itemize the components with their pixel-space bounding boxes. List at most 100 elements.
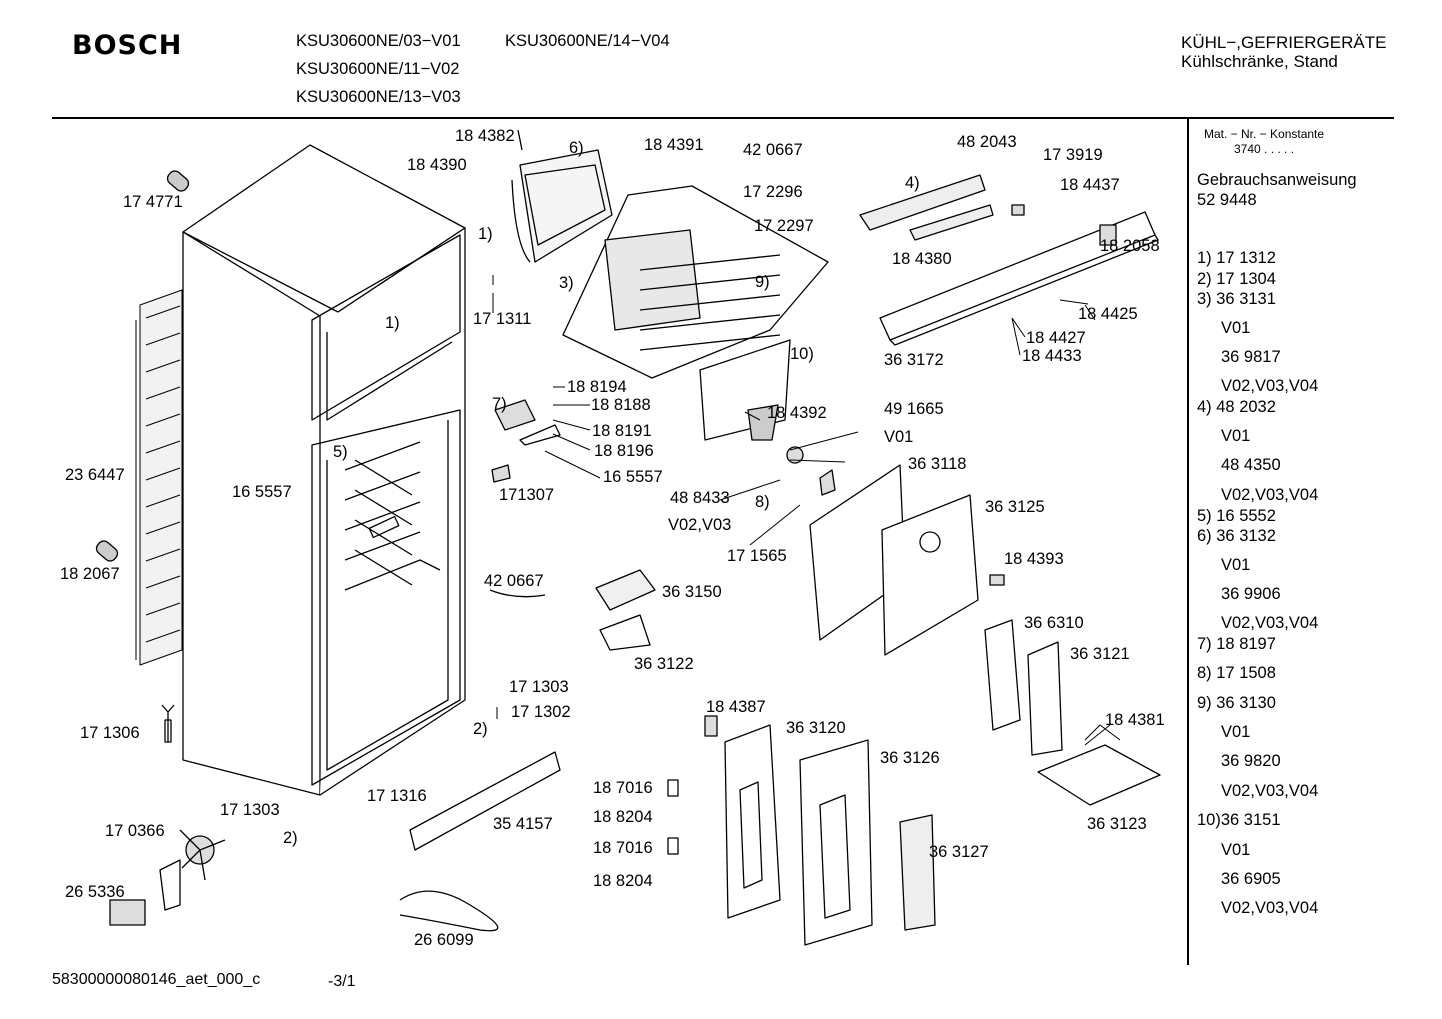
part-label: 17 1311 bbox=[473, 310, 532, 328]
part-label: 171307 bbox=[499, 486, 555, 504]
part-label: 18 8188 bbox=[591, 396, 651, 414]
rear-panels bbox=[786, 446, 1005, 656]
sidebar-part-item: V01 bbox=[1221, 556, 1251, 574]
part-label: 2) bbox=[473, 720, 488, 738]
part-label: 36 3127 bbox=[929, 843, 989, 861]
part-label: 9) bbox=[755, 273, 770, 291]
part-label: 17 1565 bbox=[727, 547, 787, 565]
part-label: 18 8194 bbox=[567, 378, 627, 396]
sidebar-part-item: V01 bbox=[1221, 427, 1251, 445]
model-number: KSU30600NE/11−V02 bbox=[296, 60, 460, 78]
part-label: 16 5557 bbox=[232, 483, 292, 501]
part-label: 36 3126 bbox=[880, 749, 940, 767]
part-label: 16 5557 bbox=[603, 468, 663, 486]
part-label: 36 3120 bbox=[786, 719, 846, 737]
part-label: 36 3118 bbox=[908, 455, 967, 473]
part-label: 36 3150 bbox=[662, 583, 722, 601]
category-subtitle: Kühlschränke, Stand bbox=[1181, 52, 1338, 71]
category-title: KÜHL−,GEFRIERGERÄTE bbox=[1181, 33, 1387, 52]
sidebar-part-item: 1) 17 1312 bbox=[1197, 249, 1276, 267]
sidebar-part-item: V02,V03,V04 bbox=[1221, 486, 1319, 504]
sidebar-part-item: V01 bbox=[1221, 723, 1251, 741]
page-number: -3/1 bbox=[328, 973, 356, 990]
sidebar-part-item: V02,V03,V04 bbox=[1221, 614, 1319, 632]
part-label: 17 1302 bbox=[511, 703, 571, 721]
part-label: 18 8204 bbox=[593, 872, 653, 890]
part-label: 18 4425 bbox=[1078, 305, 1138, 323]
sidebar-part-item: V02,V03,V04 bbox=[1221, 899, 1319, 917]
part-label: 18 4437 bbox=[1060, 176, 1120, 194]
mat-label: Mat. − Nr. − Konstante bbox=[1204, 127, 1325, 141]
part-label: 17 0366 bbox=[105, 822, 165, 840]
shelves-trays bbox=[409, 399, 1161, 946]
part-label: 49 1665 bbox=[884, 400, 944, 418]
part-label: 8) bbox=[755, 493, 770, 511]
evaporator-area bbox=[511, 129, 829, 441]
sidebar-part-item: 2) 17 1304 bbox=[1197, 270, 1276, 288]
sidebar-part-item: V02,V03,V04 bbox=[1221, 377, 1319, 395]
manual-label: Gebrauchsanweisung bbox=[1197, 171, 1357, 189]
part-label: 18 4390 bbox=[407, 156, 467, 174]
part-label: 35 4157 bbox=[493, 815, 553, 833]
sidebar-part-item: V01 bbox=[1221, 319, 1251, 337]
model-number: KSU30600NE/03−V01 bbox=[296, 32, 461, 50]
sidebar-part-item: 4) 48 2032 bbox=[1197, 398, 1276, 416]
part-label: V01 bbox=[884, 428, 914, 446]
part-label: 2) bbox=[283, 829, 298, 847]
sidebar-part-item: 36 9820 bbox=[1221, 752, 1281, 770]
part-label: 48 2043 bbox=[957, 133, 1017, 151]
part-label: 17 1316 bbox=[367, 787, 427, 805]
sidebar-divider bbox=[1187, 117, 1189, 965]
part-label: 18 4380 bbox=[892, 250, 952, 268]
sidebar-part-item: 6) 36 3132 bbox=[1197, 527, 1276, 545]
part-label: 18 4391 bbox=[644, 136, 704, 154]
sidebar-part-item: 48 4350 bbox=[1221, 456, 1281, 474]
part-label: 42 0667 bbox=[743, 141, 803, 159]
part-label: V02,V03 bbox=[668, 516, 732, 534]
sidebar-part-item: 36 6905 bbox=[1221, 870, 1281, 888]
part-label: 4) bbox=[905, 174, 920, 192]
part-label: 3) bbox=[559, 274, 574, 292]
part-label: 17 3919 bbox=[1043, 146, 1103, 164]
sidebar-part-item: V01 bbox=[1221, 841, 1251, 859]
part-label: 17 1303 bbox=[509, 678, 569, 696]
part-label: 42 0667 bbox=[484, 572, 544, 590]
part-label: 36 3121 bbox=[1070, 645, 1130, 663]
sidebar-part-item: 10)36 3151 bbox=[1197, 811, 1281, 829]
sidebar-part-item: 5) 16 5552 bbox=[1197, 507, 1276, 525]
part-label: 36 3172 bbox=[884, 351, 944, 369]
part-label: 18 2067 bbox=[60, 565, 120, 583]
part-label: 18 4382 bbox=[455, 127, 515, 145]
part-label: 18 8196 bbox=[594, 442, 654, 460]
part-label: 36 6310 bbox=[1024, 614, 1084, 632]
part-label: 18 8204 bbox=[593, 808, 653, 826]
condenser-coil bbox=[135, 289, 183, 666]
part-label: 23 6447 bbox=[65, 466, 125, 484]
part-label: 17 1306 bbox=[80, 724, 140, 742]
part-label: 6) bbox=[569, 139, 584, 157]
part-label: 1) bbox=[478, 225, 493, 243]
sidebar-part-item: 36 9817 bbox=[1221, 348, 1281, 366]
part-label: 18 7016 bbox=[593, 779, 653, 797]
part-label: 18 4393 bbox=[1004, 550, 1064, 568]
sidebar-part-item: 3) 36 3131 bbox=[1197, 290, 1276, 308]
sidebar-part-item: 9) 36 3130 bbox=[1197, 694, 1276, 712]
part-label: 36 3125 bbox=[985, 498, 1045, 516]
part-label: 7) bbox=[492, 395, 507, 413]
leader-lines bbox=[492, 275, 1121, 746]
part-label: 18 4392 bbox=[767, 404, 827, 422]
model-number: KSU30600NE/13−V03 bbox=[296, 88, 461, 106]
part-label: 48 8433 bbox=[670, 489, 730, 507]
part-label: 18 2058 bbox=[1100, 237, 1160, 255]
part-label: 26 6099 bbox=[414, 931, 474, 949]
small-parts bbox=[95, 170, 190, 743]
part-label: 18 4427 bbox=[1026, 329, 1086, 347]
sidebar-part-item: 7) 18 8197 bbox=[1197, 635, 1276, 653]
part-label: 18 4381 bbox=[1105, 711, 1165, 729]
model-number: KSU30600NE/14−V04 bbox=[505, 32, 670, 50]
control-panel bbox=[859, 174, 1159, 346]
document-id: 58300000080146_aet_000_c bbox=[52, 971, 261, 988]
sidebar-part-item: 8) 17 1508 bbox=[1197, 664, 1276, 682]
brand-logo: BOSCH bbox=[72, 30, 183, 61]
part-label: 17 4771 bbox=[123, 193, 183, 211]
